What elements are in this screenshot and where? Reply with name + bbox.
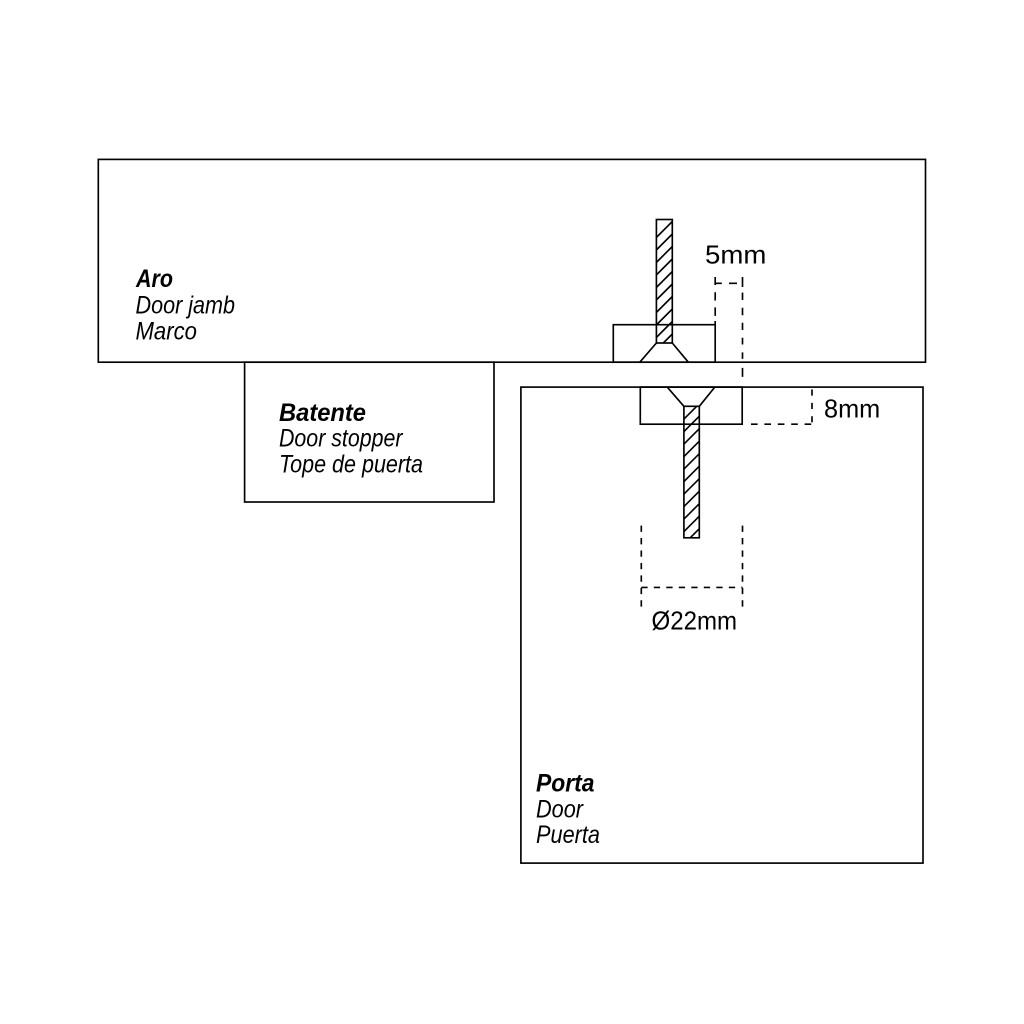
svg-text:8mm: 8mm (824, 393, 880, 423)
svg-text:Door jamb: Door jamb (136, 292, 236, 320)
svg-text:Ø22mm: Ø22mm (652, 606, 738, 636)
svg-text:Batente: Batente (279, 399, 366, 427)
svg-text:Aro: Aro (135, 265, 173, 293)
svg-text:Door: Door (536, 795, 584, 823)
svg-text:5mm: 5mm (705, 239, 766, 269)
svg-text:Porta: Porta (536, 770, 595, 798)
svg-text:Marco: Marco (136, 317, 198, 345)
svg-text:Puerta: Puerta (536, 821, 600, 849)
svg-text:Door stopper: Door stopper (279, 425, 404, 453)
svg-text:Tope de puerta: Tope de puerta (279, 451, 423, 479)
